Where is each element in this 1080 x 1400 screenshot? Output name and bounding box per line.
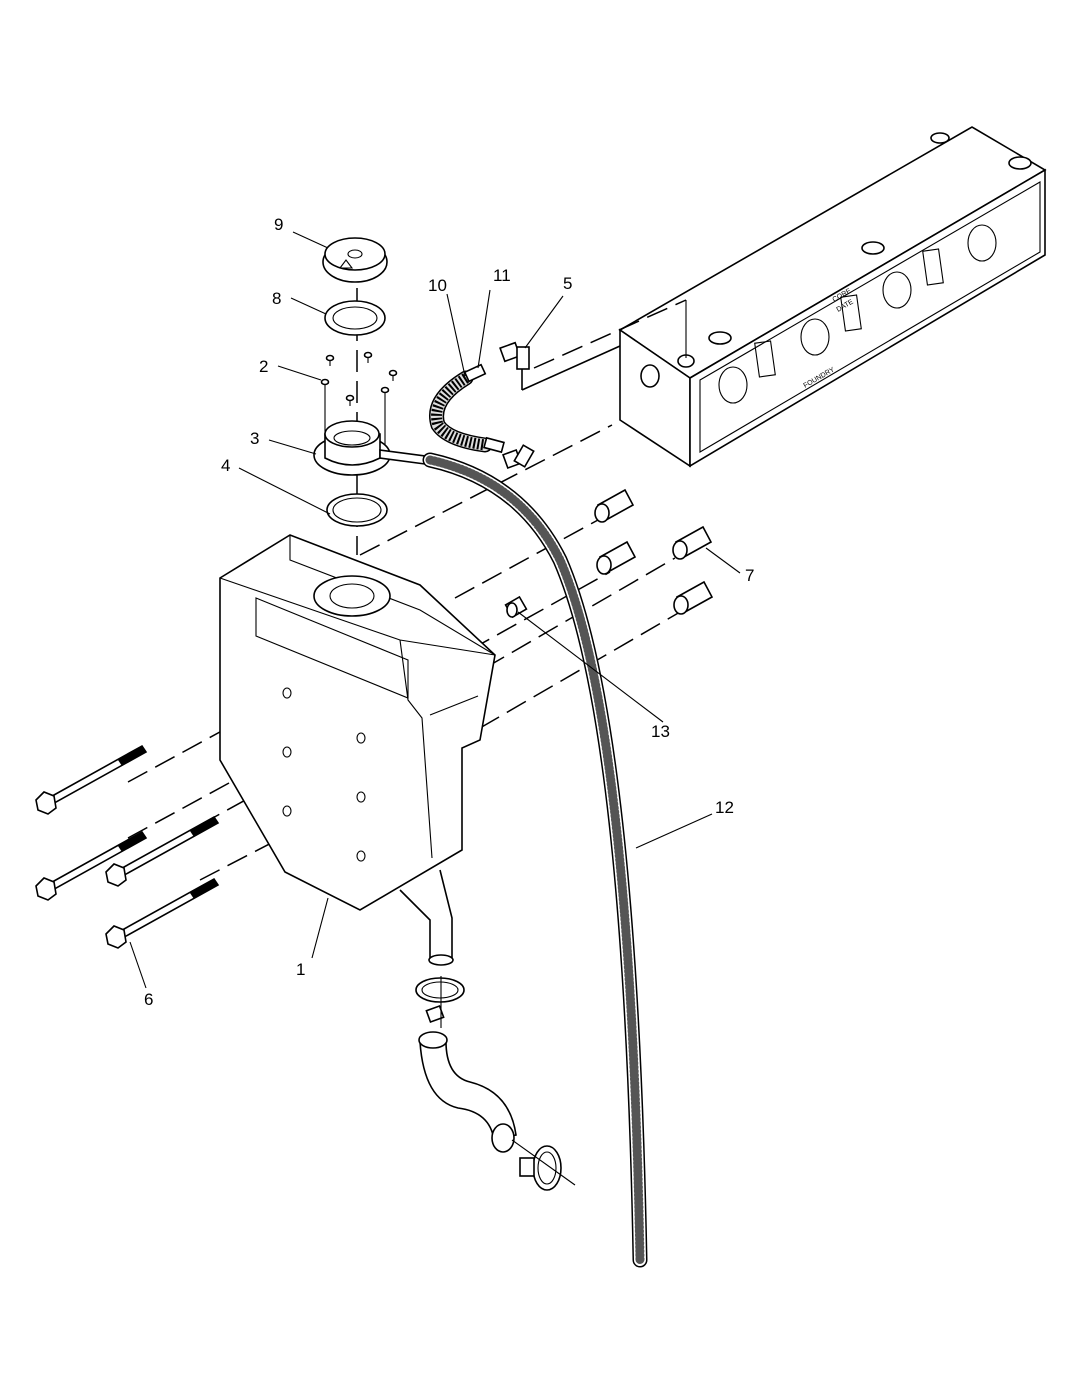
lower-hose: [415, 976, 576, 1191]
callout-5: 5: [563, 274, 572, 293]
callout-4: 4: [221, 456, 230, 475]
callout-2: 2: [259, 357, 268, 376]
callout-1: 1: [296, 960, 305, 979]
callout-11: 11: [493, 266, 511, 285]
coolant-tank: [219, 534, 496, 966]
callout-8: 8: [272, 289, 281, 308]
callout-12: 12: [715, 798, 734, 817]
exhaust-manifold: CORE DATE FOUNDRY: [618, 126, 1047, 468]
callout-6: 6: [144, 990, 153, 1009]
fitting-13: [504, 595, 528, 619]
callouts: 9 8 2 3 4 10 11 5 7 13 12 1 6: [144, 215, 754, 1009]
vent-hose: [422, 452, 648, 1268]
bolts: [35, 744, 220, 949]
radiator-cap: [322, 237, 388, 283]
spacers: [594, 488, 714, 615]
callout-13: 13: [651, 722, 670, 741]
callout-7: 7: [745, 566, 754, 585]
gasket-4: [326, 493, 388, 527]
filler-neck: [313, 420, 426, 476]
callout-10: 10: [428, 276, 447, 295]
braided-line: [429, 341, 621, 469]
leader-lines: [129, 231, 741, 989]
gasket-8: [324, 300, 386, 336]
screws: [320, 351, 398, 450]
callout-9: 9: [274, 215, 283, 234]
callout-3: 3: [250, 429, 259, 448]
